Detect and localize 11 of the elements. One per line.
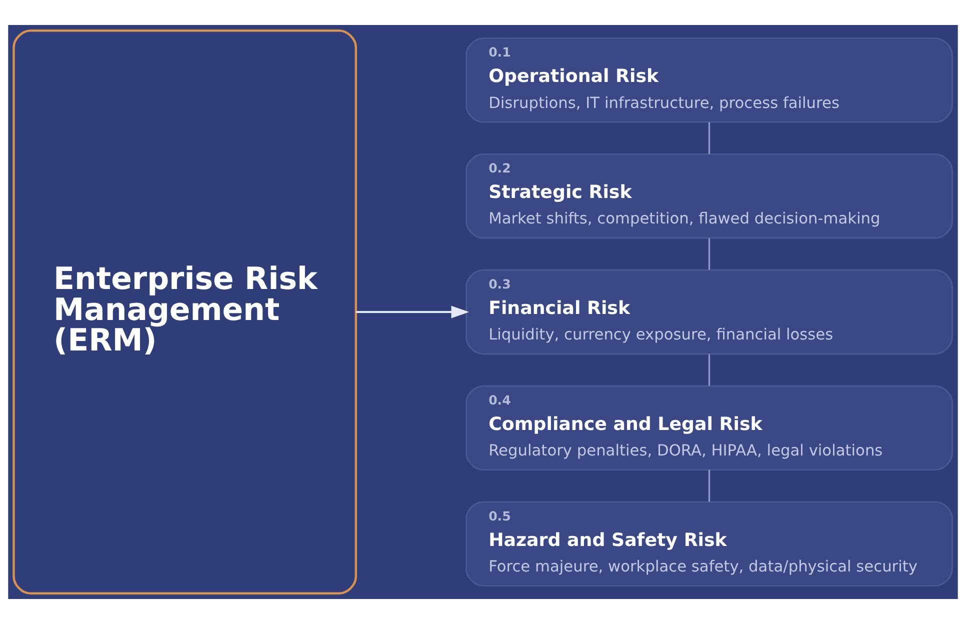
node-box: 0.1 Operational Risk Disruptions, IT infrastructure, process failures	[466, 37, 953, 122]
node-box: 0.5 Hazard and Safety Risk Force majeure, workplace safety, data/physical security	[466, 500, 953, 586]
connector	[708, 122, 710, 154]
connector	[708, 354, 710, 386]
connector	[708, 238, 710, 270]
node-box: Enterprise Risk Management (ERM)	[12, 28, 358, 594]
node-box: 0.2 Strategic Risk Market shifts, competition, flawed decision-making	[466, 152, 953, 238]
node-box: 0.3 Financial Risk Liquidity, currency exposure, financial losses	[466, 268, 953, 354]
arrow	[356, 305, 470, 318]
connector	[708, 470, 710, 502]
node-box: 0.4 Compliance and Legal Risk Regulatory penalties, DORA, HIPAA, legal violations	[466, 384, 953, 470]
